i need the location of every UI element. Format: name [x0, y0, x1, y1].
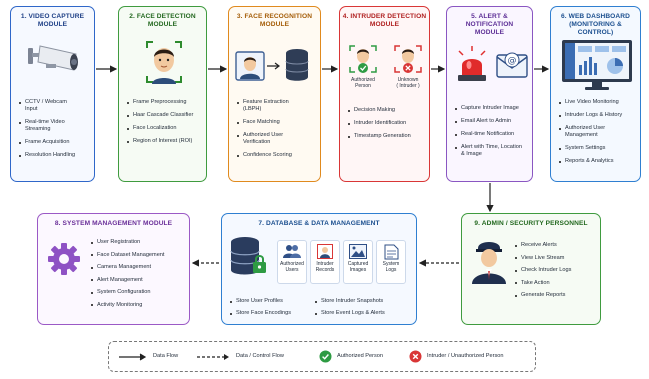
tile-label: Intruder Records	[315, 261, 335, 273]
captured-images-tile: Captured Images	[343, 240, 373, 284]
list-item: Store User Profiles	[229, 298, 314, 305]
list-item: Haar Cascade Classifier	[126, 112, 202, 119]
list-item: Intruder Identification	[347, 120, 425, 127]
email-icon: @	[496, 52, 528, 78]
module-title: 8. SYSTEM MANAGEMENT MODULE	[54, 220, 173, 227]
module-title: 5. ALERT & NOTIFICATION MODULE	[465, 13, 514, 36]
list-item: Decision Making	[347, 107, 425, 114]
face-detect-icon	[146, 41, 182, 84]
list-item: Timestamp Generation	[347, 133, 425, 140]
authorized-users-tile: Authorized Users	[277, 240, 307, 284]
list-item: View Live Stream	[514, 255, 596, 262]
list-item: Camera Management	[90, 264, 185, 271]
list-item: Generate Reports	[514, 292, 596, 299]
list-item: Alert Management	[90, 277, 185, 284]
list-item: Authorized User Verification	[236, 132, 316, 146]
module-title: 3. FACE RECOGNITION MODULE	[236, 13, 313, 28]
list-item: Resolution Handling	[18, 152, 90, 159]
gear-icon	[48, 243, 80, 275]
list-item: Face Localization	[126, 125, 202, 132]
database-icon	[285, 49, 309, 81]
siren-icon	[458, 46, 486, 81]
tile-label: System Logs	[382, 261, 400, 273]
alert-notification-module: 5. ALERT & NOTIFICATION MODULE @ Capture…	[446, 6, 533, 182]
image-icon	[349, 244, 367, 259]
face-id-icon	[235, 51, 265, 81]
authorized-person-label: Authorized Person	[351, 77, 375, 89]
dashboard-monitor-icon	[562, 40, 632, 90]
arrow-right-icon	[267, 62, 280, 70]
list-item: Email Alert to Admin	[454, 118, 528, 125]
tile-label: Authorized Users	[280, 261, 304, 273]
module-title: 9. ADMIN / SECURITY PERSONNEL	[474, 220, 588, 227]
module-title: 7. DATABASE & DATA MANAGEMENT	[258, 220, 380, 227]
list-item: Intruder Logs & History	[558, 112, 636, 119]
list-item: Region of Interest (ROI)	[126, 138, 202, 145]
list-item: Alert with Time, Location & Image	[454, 144, 528, 158]
security-officer-icon	[472, 242, 506, 284]
solid-arrow-icon	[119, 353, 147, 361]
system-management-module: 8. SYSTEM MANAGEMENT MODULE User Registr…	[37, 213, 190, 325]
list-item: Authorized User Management	[558, 125, 636, 139]
list-item: Store Face Encodings	[229, 310, 314, 317]
video-capture-module: 1. VIDEO CAPTURE MODULE CCTV / Webcam In…	[10, 6, 95, 182]
module-title: 1. VIDEO CAPTURE MODULE	[20, 13, 85, 28]
module-title: 4. INTRUDER DETECTION MODULE	[342, 13, 427, 28]
unknown-intruder-label: Unknown ( Intruder )	[396, 77, 420, 89]
list-item: Check Intruder Logs	[514, 267, 596, 274]
dashed-arrow-icon	[197, 354, 229, 360]
tile-label: Captured Images	[347, 261, 369, 273]
list-item: Receive Alerts	[514, 242, 596, 249]
module-title: 2. FACE DETECTION MODULE	[129, 13, 196, 28]
list-item: Store Event Logs & Alerts	[314, 310, 414, 317]
list-item: Feature Extraction (LBPH)	[236, 99, 316, 113]
secure-database-icon	[230, 237, 266, 275]
list-item: Frame Acquisition	[18, 139, 90, 146]
intruder-person-icon	[394, 45, 422, 73]
list-item: Reports & Analytics	[558, 158, 636, 165]
cctv-camera-icon	[28, 45, 78, 71]
intruder-record-icon	[317, 244, 333, 259]
list-item: CCTV / Webcam Input	[18, 99, 90, 113]
list-item: System Settings	[558, 145, 636, 152]
module-title: 6. WEB DASHBOARD (MONITORING & CONTROL)	[560, 13, 630, 36]
face-recognition-module: 3. FACE RECOGNITION MODULE Feature Extra…	[228, 6, 321, 182]
list-item: Confidence Scoring	[236, 152, 316, 159]
legend-authorized: Authorized Person	[337, 353, 384, 359]
intruder-records-tile: Intruder Records	[310, 240, 340, 284]
authorized-person-icon	[349, 45, 377, 73]
list-item: Capture Intruder Image	[454, 105, 528, 112]
list-item: Face Dataset Management	[90, 252, 185, 259]
face-detection-module: 2. FACE DETECTION MODULE Frame Preproces…	[118, 6, 207, 182]
list-item: System Configuration	[90, 289, 185, 296]
admin-security-module: 9. ADMIN / SECURITY PERSONNEL Receive Al…	[461, 213, 601, 325]
check-circle-icon	[319, 350, 332, 363]
system-logs-tile: System Logs	[376, 240, 406, 284]
x-circle-icon	[409, 350, 422, 363]
list-item: User Registration	[90, 239, 185, 246]
list-item: Real-time Video Streaming	[18, 119, 90, 133]
svg-text:@: @	[508, 56, 517, 66]
list-item: Real-time Notification	[454, 131, 528, 138]
users-icon	[283, 245, 301, 258]
list-item: Activity Monitoring	[90, 302, 185, 309]
list-item: Live Video Monitoring	[558, 99, 636, 106]
list-item: Frame Preprocessing	[126, 99, 202, 106]
legend-control-flow: Data / Control Flow	[236, 353, 284, 359]
list-item: Take Action	[514, 280, 596, 287]
intruder-detection-module: 4. INTRUDER DETECTION MODULE Authorized …	[339, 6, 430, 182]
legend-data-flow: Data Flow	[153, 353, 179, 359]
legend-intruder: Intruder / Unauthorized Person	[427, 353, 504, 359]
legend: Data Flow Data / Control Flow Authorized…	[108, 341, 536, 372]
database-module: 7. DATABASE & DATA MANAGEMENT Authorized…	[221, 213, 417, 325]
web-dashboard-module: 6. WEB DASHBOARD (MONITORING & CONTROL) …	[550, 6, 641, 182]
list-item: Face Matching	[236, 119, 316, 126]
list-item: Store Intruder Snapshots	[314, 298, 414, 305]
document-icon	[384, 244, 399, 260]
